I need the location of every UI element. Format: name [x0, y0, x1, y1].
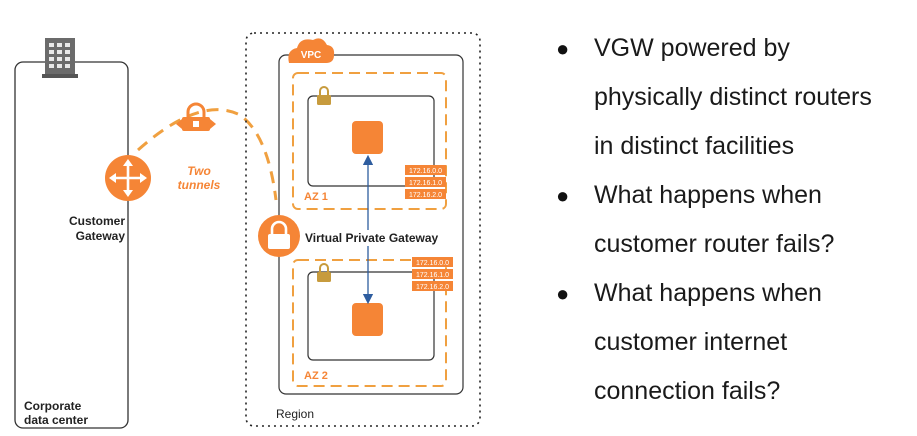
- bullet-item: ● What happens when customer router fail…: [556, 171, 916, 269]
- az1-subnet-box: [307, 95, 435, 187]
- az2-route-table: [412, 257, 453, 291]
- tunnels-label-line1: Two: [187, 164, 211, 178]
- az2-route-3: 172.16.2.0: [416, 284, 449, 291]
- customer-gateway-label-line2: Gateway: [76, 229, 126, 243]
- bullet-line: What happens when: [594, 181, 822, 209]
- vpc-cloud-icon: [288, 38, 335, 63]
- tunnel-arc: [137, 108, 278, 201]
- tunnels-label-line2: tunnels: [178, 178, 221, 192]
- bullet-dot-icon: ●: [556, 36, 570, 61]
- bullet-line: customer internet: [594, 328, 788, 356]
- vpg-label: Virtual Private Gateway: [305, 231, 439, 245]
- vpc-label: VPC: [301, 50, 322, 61]
- az2-route-1: 172.16.0.0: [416, 260, 449, 267]
- az1-instance-icon: [352, 121, 383, 154]
- az2-instance-icon: [352, 303, 383, 336]
- bullet-item: ● What happens when customer internet co…: [556, 269, 916, 416]
- bullet-line: VGW powered by: [594, 34, 790, 62]
- corporate-label-line1: Corporate: [24, 399, 82, 413]
- corporate-label-line2: data center: [24, 413, 88, 427]
- bullet-line: What happens when: [594, 279, 822, 307]
- tunnel-lock-icon: [176, 102, 216, 131]
- vpc-box: [278, 54, 464, 395]
- az1-route-table: [405, 165, 446, 199]
- bullet-list: ● VGW powered by physically distinct rou…: [556, 24, 916, 416]
- az1-route-1: 172.16.0.0: [409, 168, 442, 175]
- region-box: [245, 32, 481, 427]
- az1-box: [292, 72, 447, 210]
- az1-route-2: 172.16.1.0: [409, 180, 442, 187]
- az2-label: AZ 2: [304, 370, 328, 382]
- region-label: Region: [276, 407, 314, 421]
- bullet-line: connection fails?: [594, 377, 781, 405]
- bullet-item: ● VGW powered by physically distinct rou…: [556, 24, 916, 171]
- az1-subnet-lock-icon: [317, 86, 331, 105]
- customer-gateway-router-icon: [105, 155, 151, 201]
- az1-label: AZ 1: [304, 191, 328, 203]
- customer-gateway-label-line1: Customer: [69, 214, 125, 228]
- az1-route-3: 172.16.2.0: [409, 192, 442, 199]
- bullet-line: customer router fails?: [594, 230, 835, 258]
- bullet-line: physically distinct routers: [594, 83, 872, 111]
- virtual-private-gateway-icon: [258, 215, 300, 257]
- corporate-datacenter-box: [14, 61, 129, 429]
- az2-box: [292, 259, 447, 387]
- bullet-dot-icon: ●: [556, 281, 570, 306]
- bullet-dot-icon: ●: [556, 183, 570, 208]
- bullet-line: in distinct facilities: [594, 132, 795, 160]
- building-icon: [42, 38, 78, 78]
- az2-route-2: 172.16.1.0: [416, 272, 449, 279]
- az2-subnet-box: [307, 271, 435, 361]
- az2-subnet-lock-icon: [317, 263, 331, 282]
